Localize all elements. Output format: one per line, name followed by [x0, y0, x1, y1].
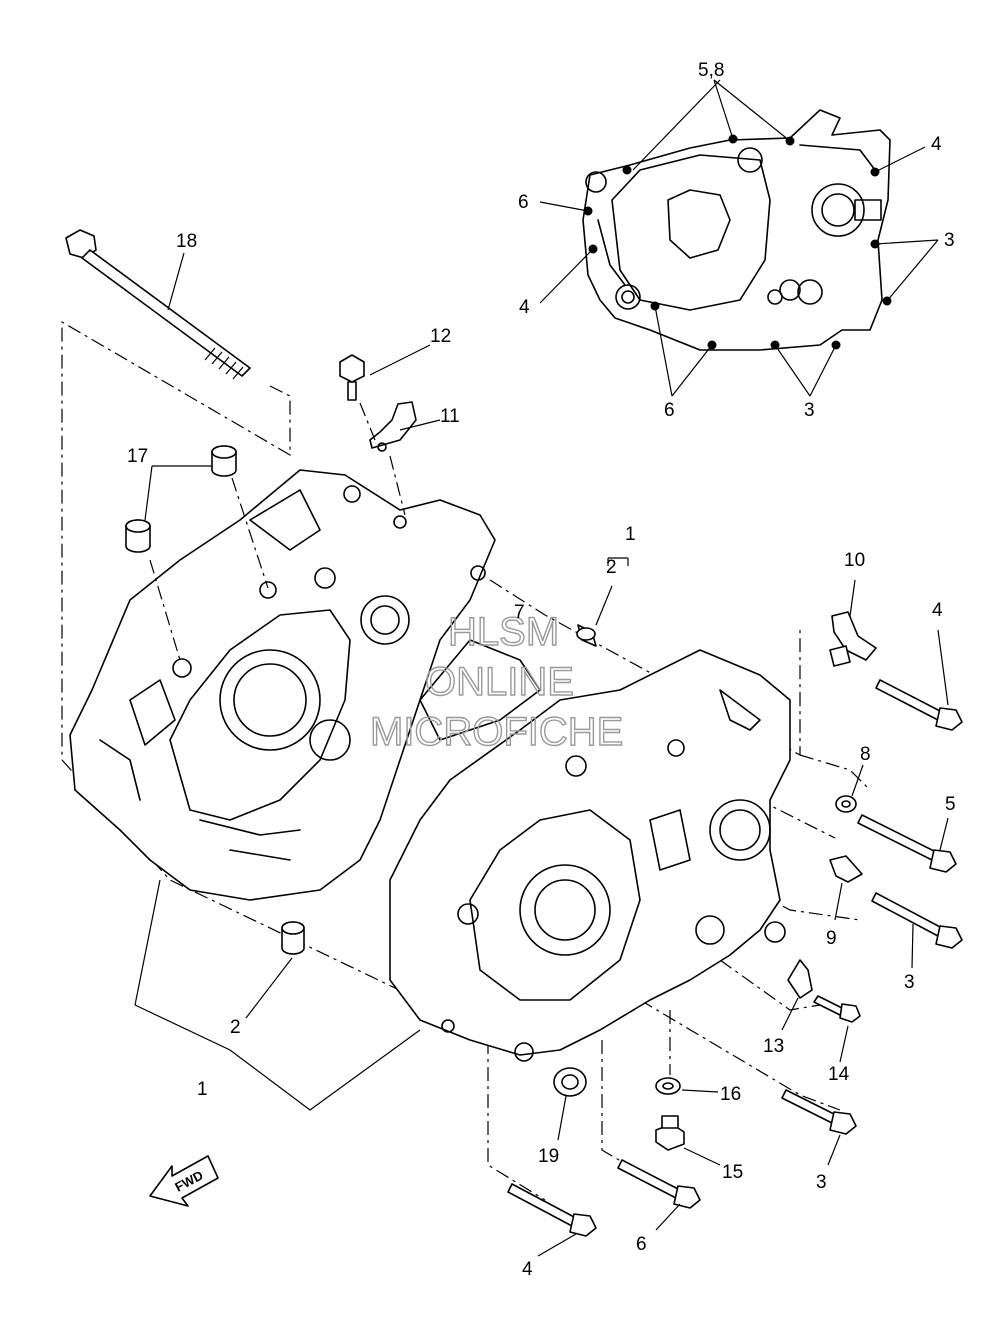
callout-7: 7	[514, 602, 525, 623]
crankcase-right	[389, 639, 791, 1062]
callout-8: 8	[860, 744, 871, 765]
callout-4: 4	[519, 297, 530, 318]
small-parts	[125, 344, 963, 1257]
callout-6: 6	[664, 400, 675, 421]
callout-3: 3	[816, 1172, 827, 1193]
callout-13: 13	[763, 1036, 784, 1057]
callout-14: 14	[828, 1064, 850, 1085]
callout-10: 10	[844, 550, 865, 571]
callout-9: 9	[826, 928, 837, 949]
callout-6: 6	[518, 192, 529, 213]
watermark-line-1: HLSM	[448, 610, 559, 654]
callout-15: 15	[722, 1162, 743, 1183]
forward-direction-arrow: FWD	[149, 1155, 219, 1207]
callout-19: 19	[538, 1146, 559, 1167]
stud-bolt-18	[65, 229, 251, 380]
callout-11: 11	[440, 406, 460, 427]
callout-1: 1	[625, 524, 636, 545]
crankcase-face-inset	[539, 79, 939, 397]
callout-3: 3	[904, 972, 915, 993]
callout-17: 17	[127, 446, 148, 467]
callout-4: 4	[931, 134, 942, 155]
callout-4: 4	[932, 600, 943, 621]
callout-6: 6	[636, 1234, 647, 1255]
callout-labels: 5,8 4 6 3 4 6 3 18 12 11 17 1 2 7 10 4 8…	[127, 60, 956, 1280]
crankcase-left	[69, 469, 496, 901]
callout-5-8: 5,8	[698, 60, 724, 81]
callout-2: 2	[606, 557, 617, 578]
watermark-line-2: ONLINE	[425, 660, 574, 704]
callout-16: 16	[720, 1084, 741, 1105]
callout-3: 3	[944, 230, 955, 251]
callout-3: 3	[804, 400, 815, 421]
callout-4: 4	[522, 1259, 533, 1280]
callout-5: 5	[945, 794, 956, 815]
callout-1: 1	[197, 1079, 208, 1100]
watermark: HLSM ONLINE MICROFICHE	[369, 609, 624, 754]
callout-12: 12	[430, 326, 451, 347]
callout-2: 2	[230, 1017, 241, 1038]
watermark-line-3: MICROFICHE	[370, 710, 623, 754]
callout-18: 18	[176, 231, 197, 252]
